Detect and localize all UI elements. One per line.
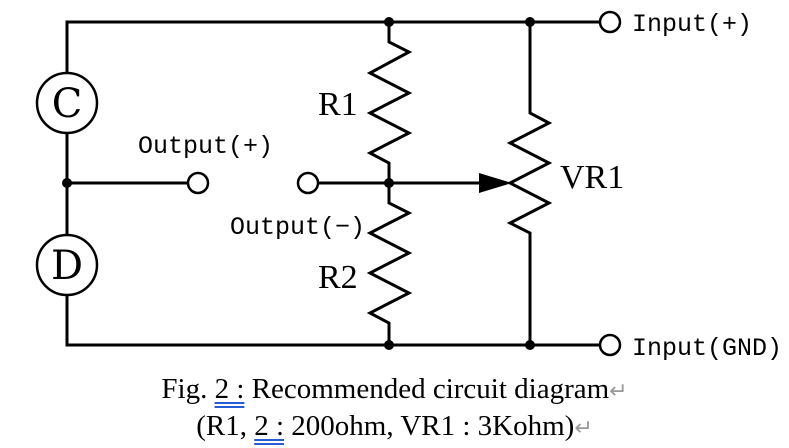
wiper-arrow: [479, 173, 512, 193]
junction-dot: [384, 340, 394, 350]
caption-title: Recommended circuit diagram: [244, 373, 610, 405]
paragraph-mark-icon: ↵: [574, 416, 593, 441]
meter-d: [35, 233, 99, 297]
r1-label: R1: [318, 86, 358, 123]
meter-d-label: D: [51, 243, 83, 289]
variable-resistor-vr1: [506, 20, 553, 347]
junction-dot: [384, 178, 394, 188]
figure-caption-line-1: Fig. 2 : Recommended circuit diagram↵: [0, 373, 789, 406]
figure-caption-line-2: (R1, 2 : 200ohm, VR1 : 3Kohm)↵: [0, 410, 789, 443]
resistor-r1: [366, 20, 413, 185]
input-gnd-label: Input(GND): [632, 334, 782, 363]
junction-dot: [525, 340, 535, 350]
vr1-label: VR1: [560, 159, 624, 196]
terminal-output-plus: [186, 171, 210, 195]
circuit-diagram: C D R1 R2 VR1 Output(+) Output(−) Input(…: [35, 10, 782, 363]
terminal-input-gnd: [598, 333, 622, 357]
terminal-input-plus: [598, 10, 622, 34]
junction-dot: [62, 178, 72, 188]
junction-dot: [525, 17, 535, 27]
meter-c-label: C: [52, 81, 83, 127]
input-plus-label: Input(+): [632, 10, 752, 39]
caption-values: 200ohm, VR1 : 3Kohm): [284, 410, 575, 442]
output-plus-label: Output(+): [138, 132, 273, 161]
meter-c: [35, 71, 99, 135]
output-minus-label: Output(−): [230, 213, 365, 242]
junction-dot: [384, 17, 394, 27]
caption-prefix: (R1,: [196, 410, 255, 442]
paragraph-mark-icon: ↵: [609, 379, 628, 404]
r2-label: R2: [318, 259, 358, 296]
terminal-output-minus: [296, 171, 320, 195]
figure-reference[interactable]: 2 :: [254, 410, 285, 442]
caption-prefix: Fig.: [161, 373, 215, 405]
resistor-r2: [366, 181, 413, 347]
figure-reference[interactable]: 2 :: [214, 373, 245, 405]
